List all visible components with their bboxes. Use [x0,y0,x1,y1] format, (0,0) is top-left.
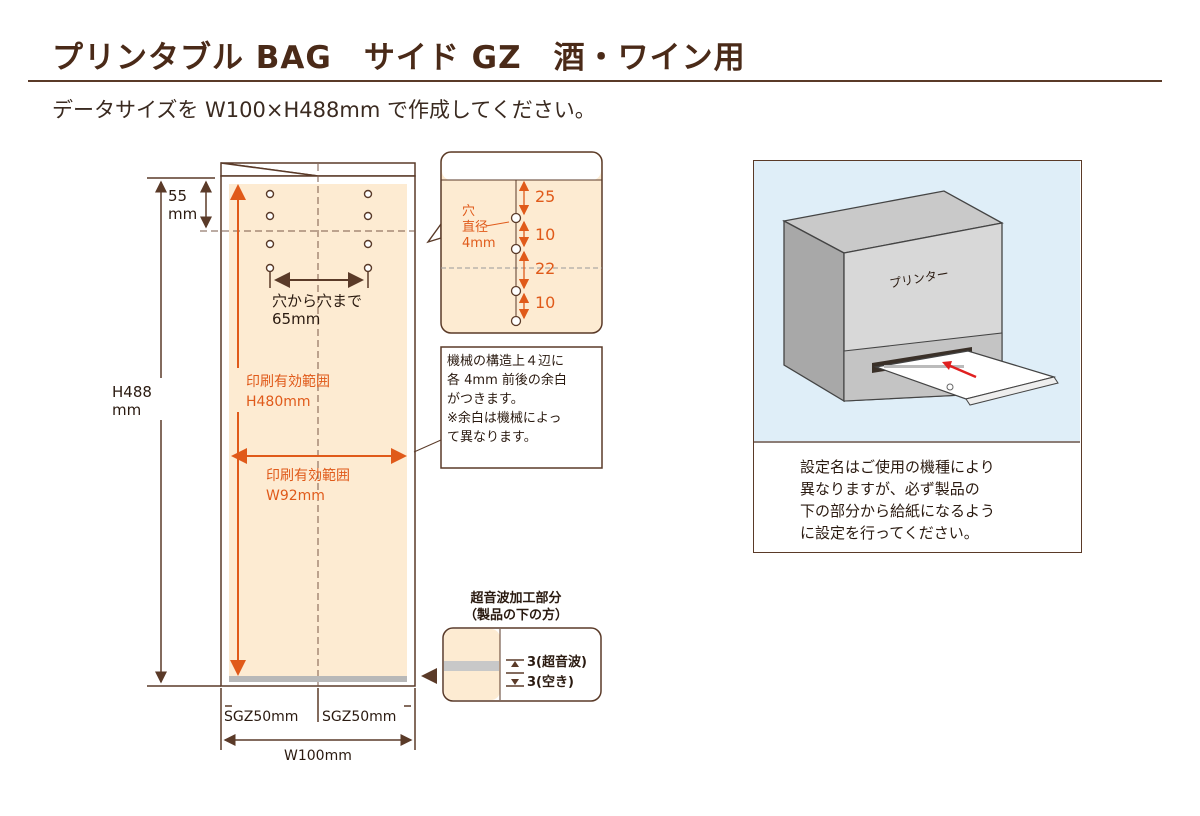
page-title: プリンタブル BAG サイド GZ 酒・ワイン用 [52,40,746,76]
top-margin-label: 55 mm [168,187,198,223]
printer-illustration [754,161,1080,443]
ultrasonic-detail [421,627,602,702]
hanging-holes [265,189,373,273]
page-subtitle: データサイズを W100×H488mm で作成してください。 [52,98,596,122]
ultrasonic-seal-label: 3(超音波) [527,655,587,670]
print-height-label: 印刷有効範囲 H480mm [246,374,330,410]
hole-diameter-label: 穴 直径 4mm [462,204,496,251]
gusset-left-label: SGZ50mm [224,709,299,725]
total-width-label: W100mm [284,748,352,764]
hole-dim-2: 10 [535,225,556,244]
height-dimensions [147,177,221,687]
ultrasonic-title: 超音波加工部分 （製品の下の方） [464,591,569,623]
margin-note-callout [413,346,603,469]
print-width-label: 印刷有効範囲 W92mm [266,468,350,504]
width-dimensions [220,688,416,750]
hole-detail-callout [426,151,603,334]
hole-dim-3: 22 [535,259,556,278]
print-area-dimensions [230,184,407,676]
hole-spacing-label: 穴から穴まで 65mm [272,292,363,328]
margin-note-text: 機械の構造上４辺に 各 4mm 前後の余白 がつきます。 ※余白は機械によっ て… [447,354,567,445]
bag-outline [200,162,416,687]
gusset-right-label: SGZ50mm [322,709,397,725]
hole-dim-4: 10 [535,293,556,312]
height-label: H488 mm [112,383,152,419]
ultrasonic-gap-label: 3(空き) [527,675,574,690]
printer-caption: 設定名はご使用の機種により 異なりますが、必ず製品の 下の部分から給紙になるよう… [800,458,996,542]
hole-dim-1: 25 [535,187,556,206]
hole-spacing-dimension [269,272,369,288]
title-divider [28,80,1162,82]
